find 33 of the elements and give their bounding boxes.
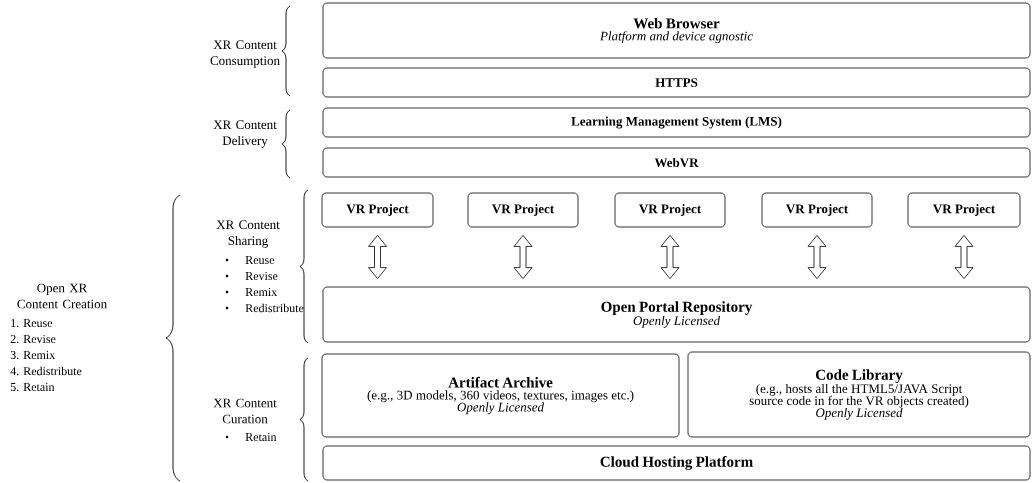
list-item: 2. Revise [10,334,56,344]
double-arrow [954,235,974,279]
layer-box: Code Library (e.g., hosts all the HTML5/JAVA Script source code in for the VR objects created) Openly Licensed [687,351,1031,438]
layer-box: VR Project [907,192,1021,228]
list-item: 1. Reuse [11,318,53,328]
layer-box: WebVR [322,147,1031,178]
list-item: Redistribute [245,303,304,313]
group-label: XR Content Consumption [210,40,280,68]
double-arrow [807,235,827,279]
layer-box: Learning Management System (LMS) [322,107,1031,138]
group-label: XR Content Sharing [216,220,280,248]
list-item: Retain [245,432,277,442]
list-item: 5. Retain [10,382,55,392]
list-item: Revise [245,271,278,281]
layer-box: VR Project [321,192,434,228]
group-label: XR Content Curation [213,398,277,424]
double-arrow [513,235,533,279]
group-label: Open XR Content Creation [17,283,107,309]
list-item: Reuse [245,256,275,264]
double-arrow [660,235,680,279]
layer-box: VR Project [467,192,579,228]
layer-box: VR Project [614,192,726,228]
group-label: XR Content Delivery [213,120,277,148]
layer-box: HTTPS [322,67,1031,98]
list-item: 3. Remix [10,350,56,360]
double-arrow [368,235,387,279]
layer-box: Web Browser Platform and device agnostic [322,2,1031,59]
layer-box: VR Project [761,192,873,228]
list-item: Remix [245,287,278,297]
layer-box: Cloud Hosting Platform [322,445,1031,481]
list-item: 4. Redistribute [10,366,82,376]
layer-box: Open Portal Repository Openly Licensed [322,286,1031,343]
layer-box: Artifact Archive (e.g., 3D models, 360 videos, textures, images etc.) Openly Licensed [321,353,680,438]
